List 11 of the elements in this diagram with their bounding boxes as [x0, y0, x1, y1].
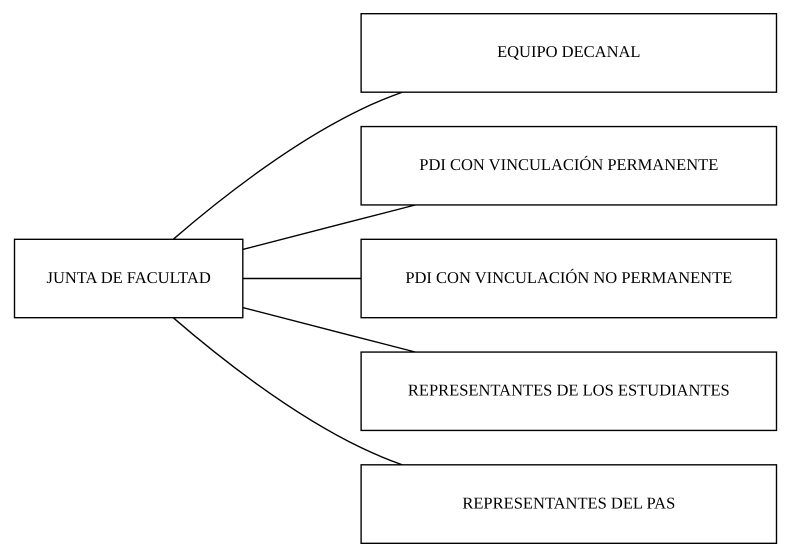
node-box: REPRESENTANTES DEL PAS	[360, 464, 777, 544]
node-box: EQUIPO DECANAL	[360, 13, 777, 93]
connector	[242, 204, 415, 250]
connector	[242, 307, 415, 353]
connector	[172, 317, 402, 466]
connector	[172, 92, 402, 240]
connector	[242, 278, 360, 280]
node-box: PDI CON VINCULACIÓN NO PERMANENTE	[360, 238, 777, 318]
node-box: JUNTA DE FACULTAD	[13, 238, 244, 318]
node-box: PDI CON VINCULACIÓN PERMANENTE	[360, 126, 777, 206]
node-box: REPRESENTANTES DE LOS ESTUDIANTES	[360, 351, 777, 432]
